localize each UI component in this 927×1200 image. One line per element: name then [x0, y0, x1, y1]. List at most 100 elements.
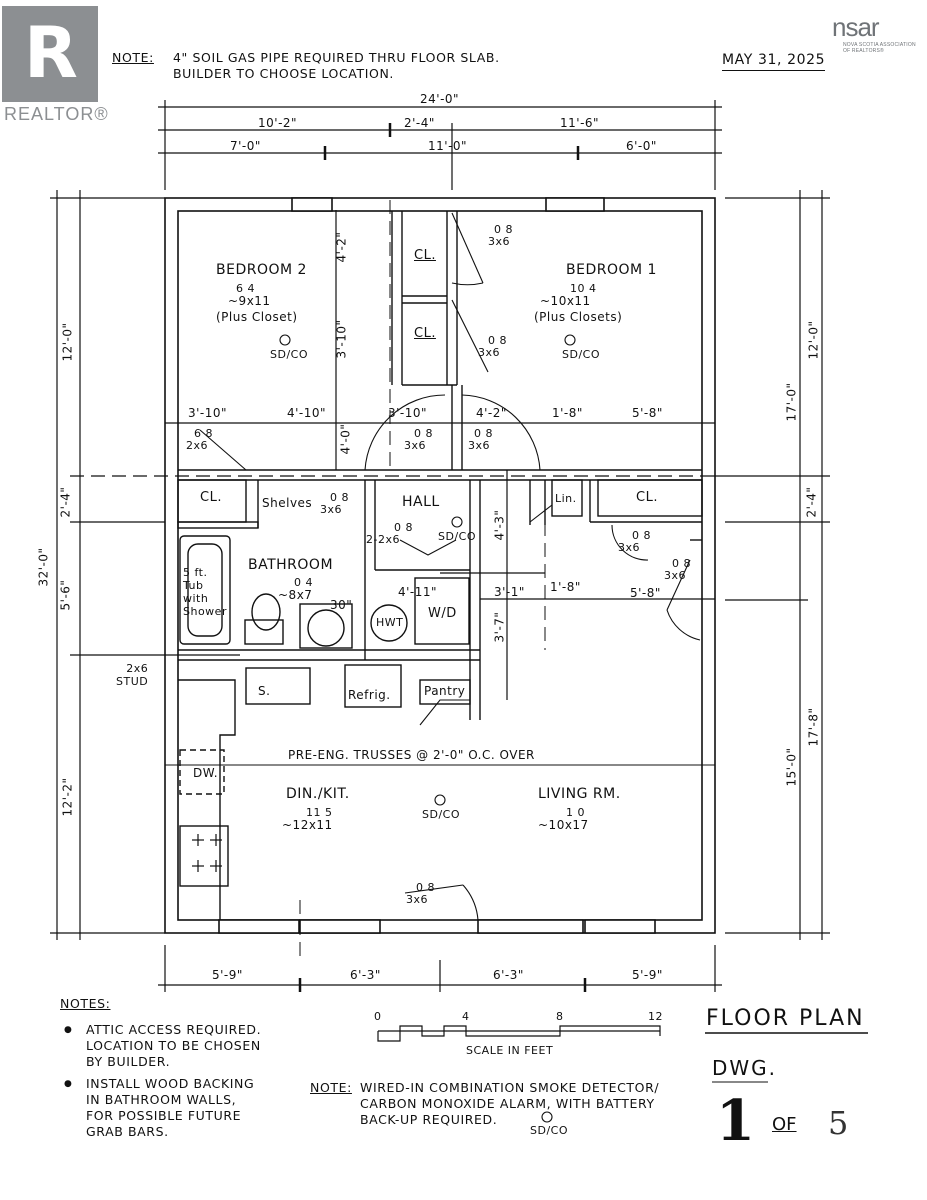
room-bedroom1-detector: SD/CO [562, 348, 600, 361]
dim-int-12: 3'-1" [494, 585, 525, 599]
dim-int-15: 3'-7" [492, 611, 507, 643]
dim-int-10: 4'-3" [492, 509, 507, 541]
header-note-line1: 4" SOIL GAS PIPE REQUIRED THRU FLOOR SLA… [173, 50, 500, 65]
scale-tick-0: 0 [374, 1010, 382, 1023]
dishwasher-label: DW. [193, 766, 219, 780]
dwg-total: 5 [828, 1104, 849, 1142]
scale-bar [377, 1025, 661, 1042]
dim-int-6: 5'-8" [632, 406, 663, 420]
room-hall-detector: SD/CO [438, 530, 476, 543]
nsar-logo-subtitle: NOVA SCOTIA ASSOCIATION OF REALTORS® [843, 42, 916, 54]
washer-dryer-label: W/D [428, 606, 457, 621]
stove-burners-icon [192, 834, 222, 872]
dim-right-inner2: 2'-4" [804, 486, 819, 518]
dim-int-9: 4'-0" [338, 423, 353, 455]
room-bedroom1-code: 10 4 [570, 282, 597, 295]
dim-int-11: 4'-11" [398, 585, 438, 599]
dim-top-row2-a: 7'-0" [230, 139, 261, 153]
dim-left-seg3: 5'-6" [58, 579, 73, 611]
closet-label-1: CL. [414, 248, 436, 263]
dim-right-outer: 17'-8" [806, 707, 821, 747]
dim-int-3: 3'-10" [388, 406, 428, 420]
room-bedroom2-name: BEDROOM 2 [216, 262, 307, 278]
smoke-detector-icons [279, 334, 576, 1123]
dim-overall-depth: 32'-0" [36, 547, 51, 587]
shelves-label: Shelves [262, 496, 313, 510]
room-bathroom-name: BATHROOM [248, 557, 334, 573]
dwg-of: OF [772, 1114, 797, 1135]
room-bathroom-size: ~8x7 [278, 588, 313, 602]
room-bedroom2-extra: (Plus Closet) [216, 310, 298, 324]
dim-bottom-1: 5'-9" [212, 968, 243, 982]
dim-int-14: 5'-8" [630, 586, 661, 600]
dim-right-mid1: 17'-0" [784, 382, 799, 422]
nsar-logo: nsar [832, 12, 880, 42]
dim-left-seg2: 2'-4" [58, 486, 73, 518]
dim-top-row1-a: 10'-2" [258, 116, 298, 130]
room-dinkit-code: 11 5 [306, 806, 333, 819]
dim-bottom-3: 6'-3" [493, 968, 524, 982]
dim-top-row2-c: 6'-0" [626, 139, 657, 153]
bullet-icon: ● [64, 1025, 73, 1035]
scale-label: SCALE IN FEET [466, 1044, 554, 1057]
room-bedroom2-detector: SD/CO [270, 348, 308, 361]
scale-tick-4: 4 [462, 1010, 470, 1023]
dim-top-row1-c: 11'-6" [560, 116, 600, 130]
bullet-icon: ● [64, 1079, 73, 1089]
closet-label-3: CL. [200, 490, 222, 505]
dim-bottom-4: 5'-9" [632, 968, 663, 982]
room-kitchen-detector: SD/CO [422, 808, 460, 821]
realtor-logo-letter: R [24, 12, 78, 94]
dim-int-4: 4'-2" [476, 406, 507, 420]
dim-right-mid2: 15'-0" [784, 747, 799, 787]
smoke-note-line3: BACK-UP REQUIRED. [360, 1112, 498, 1127]
linen-label: Lin. [555, 492, 577, 505]
dim-left-seg1: 12'-0" [60, 322, 75, 362]
dim-right-inner1: 12'-0" [806, 320, 821, 360]
room-dinkit-size: ~12x11 [282, 818, 333, 832]
scale-tick-12: 12 [648, 1010, 663, 1023]
dim-int-1: 3'-10" [188, 406, 228, 420]
dimension-lines [50, 100, 830, 992]
trusses-note: PRE-ENG. TRUSSES @ 2'-0" O.C. OVER [288, 748, 535, 762]
dim-int-5: 1'-8" [552, 406, 583, 420]
room-dinkit-name: DIN./KIT. [286, 786, 350, 802]
room-living-name: LIVING RM. [538, 786, 621, 802]
dwg-label: DWG. [712, 1056, 778, 1080]
room-living-size: ~10x17 [538, 818, 589, 832]
scale-tick-8: 8 [556, 1010, 564, 1023]
dim-int-13: 1'-8" [550, 580, 581, 594]
dim-top-row2-b: 11'-0" [428, 139, 468, 153]
room-bathroom-code: 0 4 [294, 576, 313, 589]
dim-bottom-2: 6'-3" [350, 968, 381, 982]
sink-label: S. [258, 684, 271, 698]
closet-label-4: CL. [636, 490, 658, 505]
notes-item-2: ● INSTALL WOOD BACKING IN BATHROOM WALLS… [64, 1076, 255, 1139]
notes-item-1: ● ATTIC ACCESS REQUIRED. LOCATION TO BE … [64, 1022, 262, 1069]
realtor-logo: R [2, 6, 98, 102]
room-bedroom2-size: ~9x11 [228, 294, 271, 308]
dim-int-7: 4'-2" [334, 231, 349, 263]
refrigerator-label: Refrig. [348, 688, 391, 702]
room-bedroom1-extra: (Plus Closets) [534, 310, 623, 324]
header-note-label: NOTE: [112, 50, 154, 65]
room-bedroom2-code: 6 4 [236, 282, 255, 295]
closet-label-2: CL. [414, 326, 436, 341]
dim-left-seg4: 12'-2" [60, 777, 75, 817]
exterior-walls [164, 197, 716, 934]
drawing-date: MAY 31, 2025 [722, 52, 826, 71]
interior-walls [177, 211, 703, 920]
smoke-note-label: NOTE: [310, 1080, 352, 1095]
dim-overall-width: 24'-0" [420, 92, 460, 106]
smoke-note-detector: SD/CO [530, 1124, 568, 1137]
dim-top-row1-b: 2'-4" [404, 116, 435, 130]
dwg-number: 1 [716, 1088, 755, 1154]
